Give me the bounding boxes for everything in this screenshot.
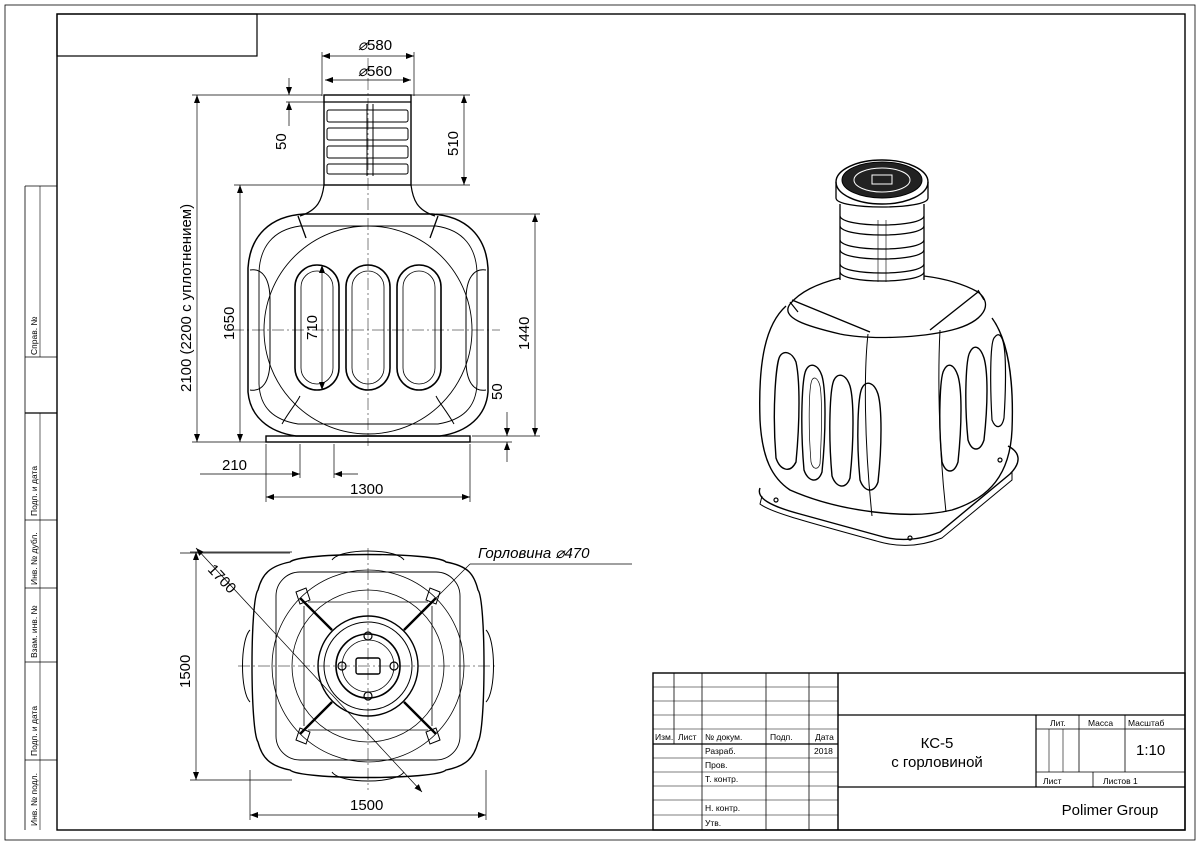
dim-580: ⌀580 — [358, 37, 392, 54]
dim-710: 710 — [304, 315, 321, 340]
dim-1500-horizontal: 1500 — [350, 797, 383, 814]
side-stamp-label: Справ. № — [29, 316, 39, 355]
company-name: Polimer Group — [1062, 802, 1159, 819]
front-dimensions — [192, 52, 540, 502]
col-header: Изм. — [655, 732, 673, 742]
dim-50-top: 50 — [273, 133, 290, 150]
col-header: Дата — [815, 732, 834, 742]
front-dimension-labels: ⌀580 ⌀560 50 510 2100 (2200 с уплотнение… — [178, 37, 533, 498]
dim-1440: 1440 — [516, 317, 533, 350]
dim-50-bottom: 50 — [489, 383, 506, 400]
top-dimensions — [180, 547, 632, 820]
title-block-text: Изм. Лист № докум. Подп. Дата Разраб. 20… — [655, 718, 1165, 828]
title-line-1: КС-5 — [921, 735, 954, 752]
scale-label: Масштаб — [1128, 718, 1164, 728]
col-header: Лист — [678, 732, 697, 742]
dim-1650: 1650 — [221, 307, 238, 340]
scale-value: 1:10 — [1136, 742, 1165, 759]
title-block — [652, 672, 1186, 831]
dim-1700: 1700 — [204, 561, 239, 597]
dim-2100: 2100 (2200 с уплотнением) — [178, 204, 195, 392]
top-dimension-labels: Горловина ⌀470 1700 1500 1500 — [177, 545, 590, 814]
row-label: Разраб. — [705, 746, 736, 756]
lit-label: Лит. — [1050, 718, 1066, 728]
side-stamp-label: Инв. № подл. — [29, 773, 39, 826]
sheet-label: Лист — [1043, 776, 1062, 786]
dim-510: 510 — [445, 131, 462, 156]
side-stamp: Справ. № Подп. и дата Инв. № дубл. Взам.… — [29, 316, 39, 826]
row-label: Т. контр. — [705, 774, 738, 784]
row-label: Утв. — [705, 818, 721, 828]
title-line-2: с горловиной — [891, 754, 983, 771]
mass-label: Масса — [1088, 718, 1113, 728]
neck-label: Горловина ⌀470 — [478, 545, 590, 562]
row-label: Н. контр. — [705, 803, 740, 813]
isometric-view — [758, 159, 1019, 546]
dim-210: 210 — [222, 457, 247, 474]
sheet-frame — [4, 4, 1196, 841]
side-stamp-label: Подп. и дата — [29, 466, 39, 516]
row-label: Пров. — [705, 760, 727, 770]
side-stamp-label: Подп. и дата — [29, 706, 39, 756]
col-header: Подп. — [770, 732, 793, 742]
sheets-label: Листов 1 — [1103, 776, 1138, 786]
side-stamp-label: Взам. инв. № — [29, 605, 39, 658]
side-stamp-label: Инв. № дубл. — [29, 532, 39, 585]
top-centerlines — [238, 548, 498, 790]
dim-1300: 1300 — [350, 481, 383, 498]
dim-560: ⌀560 — [358, 63, 392, 80]
year: 2018 — [814, 746, 833, 756]
col-header: № докум. — [705, 732, 742, 742]
dim-1500-vertical: 1500 — [177, 655, 194, 688]
